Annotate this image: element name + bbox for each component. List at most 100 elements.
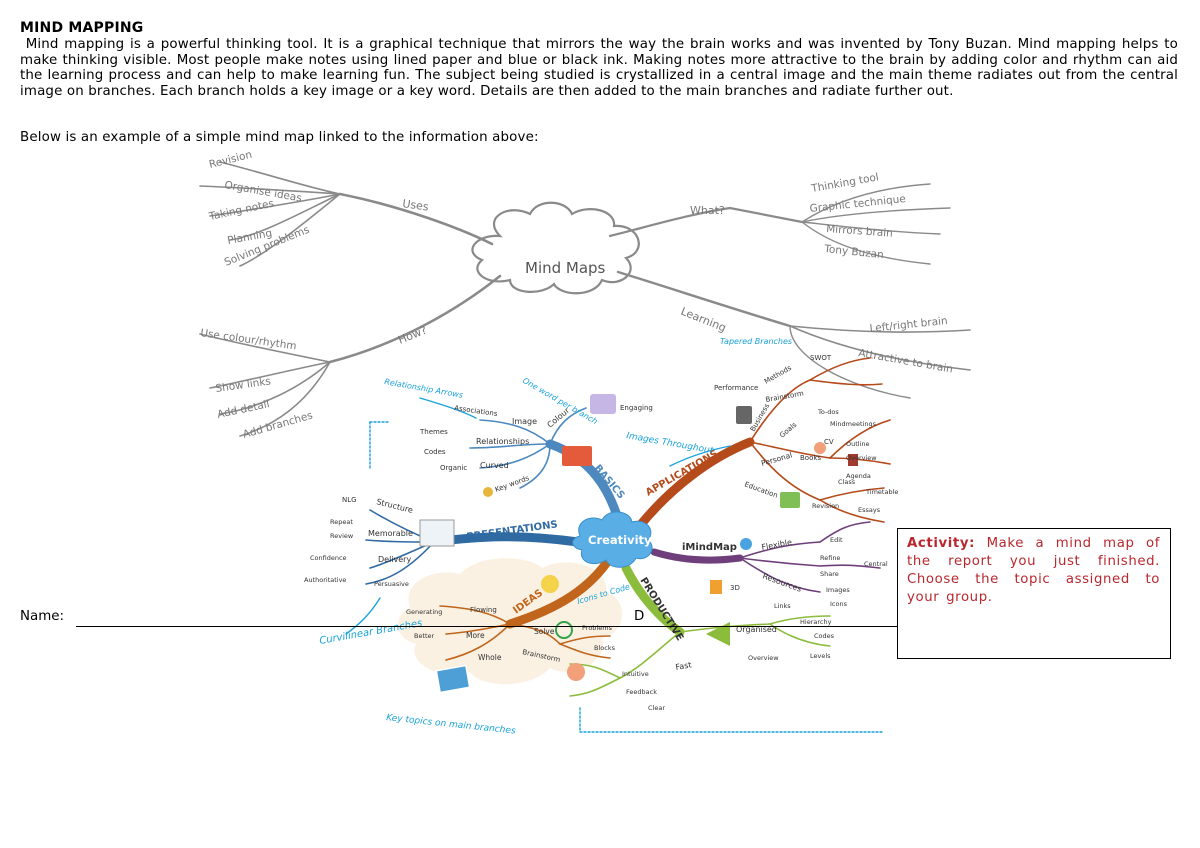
sketch-how-item: Show links (215, 375, 272, 395)
applications-item: Brainstorm (765, 389, 805, 404)
presentations-item: Authoritative (304, 576, 346, 584)
productive-item: Fast (675, 660, 692, 672)
sketch-what-item: Tony Buzan (823, 243, 885, 261)
annotation-text: Images Throughout (625, 431, 714, 456)
sketch-branch-uses (338, 192, 494, 246)
brain-icon (567, 663, 585, 681)
sketch-branch-how (328, 274, 502, 364)
basics-item: Themes (419, 428, 448, 436)
basics-item: Codes (424, 448, 446, 456)
applications-item: Methods (763, 364, 793, 386)
sketch-how-item: Add branches (242, 409, 315, 440)
productive-item: Hierarchy (800, 618, 832, 626)
applications-item: Outline (846, 440, 870, 448)
imindmap-item: Resources (761, 571, 802, 593)
chart-icon (710, 580, 722, 594)
applications-item: Personal (760, 450, 793, 467)
applications-item: Agenda (846, 472, 871, 480)
applications-item: Goals (778, 421, 798, 440)
page-title: MIND MAPPING (20, 20, 144, 36)
ideas-item: Whole (478, 653, 502, 662)
presentations-item: Review (330, 532, 354, 540)
basics-item: Organic (440, 464, 467, 472)
sketch-mind-map: Mind Maps Uses What? How? Learning Revis… (199, 149, 971, 441)
basics-item: Image (512, 417, 537, 426)
ideas-item: More (466, 631, 485, 640)
sketch-what-item: Mirrors brain (826, 223, 893, 240)
imindmap-item: Flexible (761, 538, 793, 552)
lightbulb-icon (541, 575, 559, 593)
sketch-what-item: Thinking tool (809, 171, 879, 195)
date-label-fragment: D (634, 609, 645, 624)
basics-item: Curved (480, 461, 509, 470)
ideas-item: Blocks (594, 644, 616, 652)
sketch-how-item: Use colour/rhythm (200, 327, 298, 352)
sketch-learning-item: Attractive to brain (857, 347, 953, 375)
checkmark-icon (555, 621, 573, 639)
applications-item: Overview (846, 454, 877, 462)
sketch-branch-learning (616, 270, 792, 328)
applications-item: SWOT (810, 354, 832, 362)
presentations-item: Confidence (310, 554, 347, 562)
basics-item: Associations (454, 404, 499, 418)
sketch-how-label: How? (396, 323, 429, 346)
applications-item: Education (743, 480, 778, 499)
certificate-icon (780, 492, 800, 508)
key-icon (483, 487, 493, 497)
imindmap-item: 3D (730, 584, 740, 592)
ideas-item: Solve (534, 627, 555, 636)
presentations-item: Memorable (368, 529, 413, 538)
productive-item: Overview (748, 654, 779, 662)
sketch-what-label: What? (690, 204, 725, 217)
presentation-easel-icon (419, 519, 455, 547)
picture-icon (435, 664, 471, 694)
name-label: Name: (20, 609, 65, 624)
applications-item: Essays (858, 506, 881, 514)
mind-map-illustration: Mind Maps Uses What? How? Learning Revis… (199, 149, 971, 737)
annotation-text: Tapered Branches (720, 337, 792, 346)
pencils-icon (562, 446, 592, 466)
imindmap-item: Images (826, 586, 850, 594)
ideas-item: Generating (406, 608, 442, 616)
color-mind-map: Creativity PRESENTATIONS BASICS APPLICAT… (304, 337, 898, 737)
imindmap-label: iMindMap (682, 542, 737, 553)
brain-app-icon (814, 442, 826, 454)
activity-box: Activity: Make a mind map of the report … (897, 528, 1171, 659)
productive-item: Codes (814, 632, 835, 640)
activity-paragraph: Activity: Make a mind map of the report … (907, 535, 1160, 607)
applications-label: APPLICATIONS (644, 448, 720, 498)
applications-item: Business (749, 402, 772, 433)
sketch-uses-item: Taking notes (207, 197, 275, 223)
applications-item: Books (800, 454, 821, 462)
applications-item: To-dos (817, 408, 839, 416)
productive-item: Clear (648, 704, 665, 712)
productive-branch (621, 563, 685, 637)
example-caption: Below is an example of a simple mind map… (20, 130, 539, 145)
productive-label: PRODUCTIVE (637, 576, 685, 643)
sketch-center-cloud (471, 201, 640, 295)
ideas-branch (505, 553, 615, 629)
creativity-cloud (572, 511, 653, 568)
center-label: Creativity (588, 533, 652, 547)
intro-text: Mind mapping is a powerful thinking tool… (20, 37, 1178, 99)
activity-label: Activity: (907, 536, 976, 551)
ideas-item: Problems (582, 624, 613, 632)
sketch-uses-item: Revision (208, 149, 253, 171)
name-row: Name: (20, 609, 64, 624)
sketch-branch-what (608, 206, 804, 238)
name-line[interactable] (76, 626, 918, 627)
presentations-item: Repeat (330, 518, 353, 526)
imindmap-item: Edit (830, 536, 843, 544)
basics-item: Engaging (620, 404, 653, 412)
books-icon (848, 454, 858, 466)
basics-item: Key words (494, 474, 531, 494)
presentations-item: Delivery (378, 555, 411, 564)
basics-item: Relationships (476, 437, 529, 446)
imindmap-item: Central (864, 560, 888, 568)
applications-branch (633, 437, 755, 533)
presentations-item: Structure (376, 497, 414, 515)
sketch-center-label: Mind Maps (525, 259, 606, 277)
applications-item: Timetable (865, 488, 898, 496)
applications-item: Performance (714, 384, 758, 392)
applications-item: Revision (812, 502, 839, 510)
